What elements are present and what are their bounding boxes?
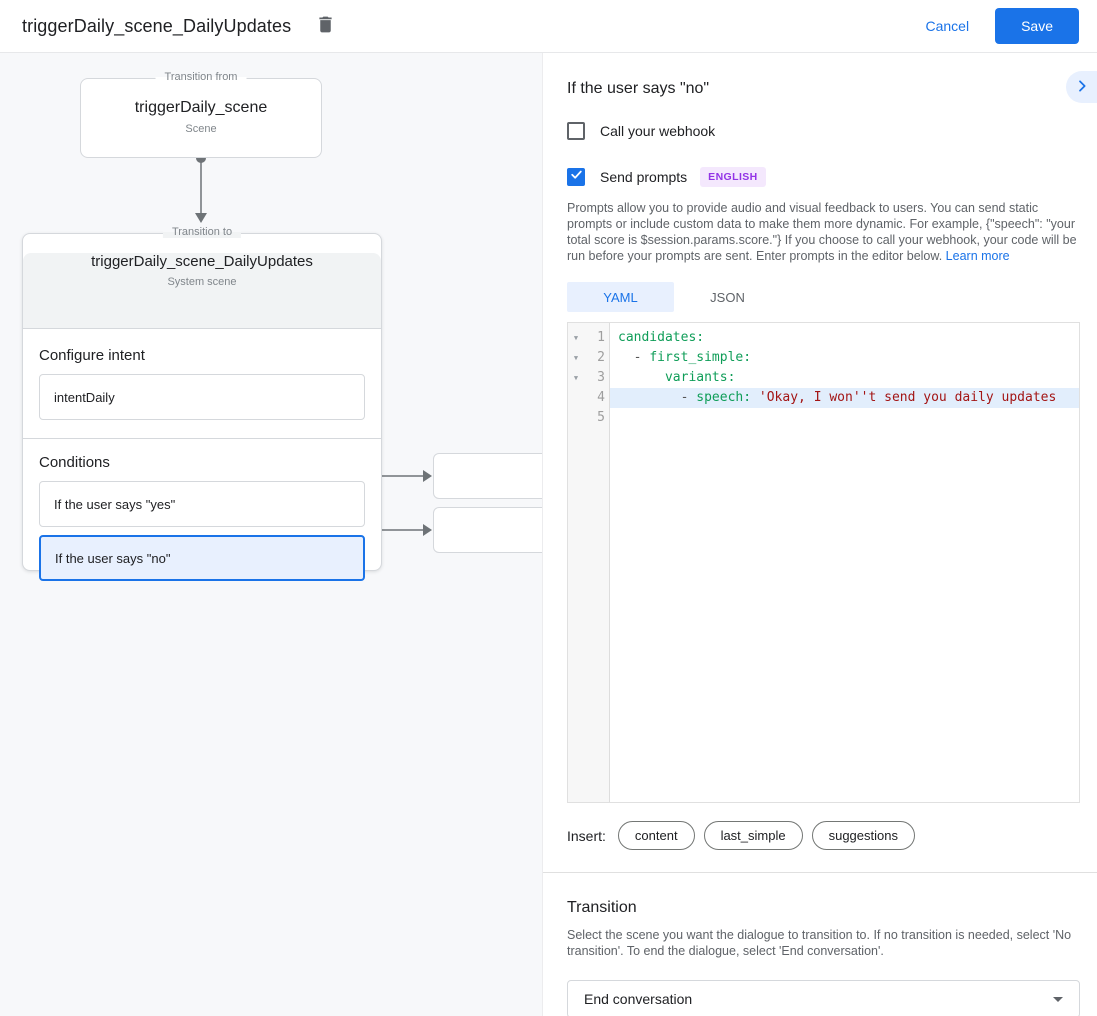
call-webhook-checkbox[interactable] — [567, 122, 585, 140]
code-line[interactable] — [610, 408, 1079, 428]
code-line[interactable]: - speech: 'Okay, I won''t send you daily… — [610, 388, 1079, 408]
insert-chip-last-simple[interactable]: last_simple — [703, 821, 803, 850]
code-line[interactable]: candidates: — [618, 330, 705, 345]
code-line[interactable]: - first_simple: — [633, 350, 752, 365]
line-number: 2 — [597, 350, 605, 365]
chevron-right-icon — [1074, 78, 1090, 97]
scene-diagram-panel: Transition from triggerDaily_scene Scene… — [0, 53, 543, 1016]
page-title: triggerDaily_scene_DailyUpdates — [22, 15, 292, 36]
send-prompts-checkbox[interactable] — [567, 168, 585, 186]
fold-arrow-icon[interactable]: ▼ — [573, 354, 579, 362]
save-button[interactable]: Save — [995, 8, 1079, 44]
condition-item-no[interactable]: If the user says "no" — [39, 535, 365, 581]
line-number: 5 — [597, 410, 605, 425]
condition-yes-label: If the user says "yes" — [54, 496, 176, 512]
code-line[interactable]: variants: — [664, 370, 736, 385]
transition-to-node: Transition to triggerDaily_scene_DailyUp… — [22, 226, 382, 581]
dropdown-caret-icon — [1053, 996, 1063, 1002]
transition-select-value: End conversation — [584, 991, 693, 1007]
gutter-line[interactable]: ▼2 — [568, 348, 609, 368]
tab-yaml[interactable]: YAML — [567, 282, 674, 312]
checkmark-icon — [570, 168, 583, 186]
fold-arrow-icon[interactable]: ▼ — [573, 334, 579, 342]
prompts-description: Prompts allow you to provide audio and v… — [567, 200, 1080, 264]
condition-editor-panel: If the user says "no" Call your webhook … — [543, 53, 1097, 1016]
transition-description: Select the scene you want the dialogue t… — [567, 928, 1072, 958]
cancel-button[interactable]: Cancel — [925, 18, 970, 34]
learn-more-link[interactable]: Learn more — [945, 249, 1010, 263]
gutter-line[interactable]: 5 — [568, 408, 609, 428]
call-webhook-label[interactable]: Call your webhook — [600, 123, 716, 139]
insert-chip-content[interactable]: content — [617, 821, 695, 850]
fold-arrow-icon[interactable]: ▼ — [573, 374, 579, 382]
language-badge: ENGLISH — [700, 167, 766, 187]
condition-no-label: If the user says "no" — [55, 550, 171, 566]
from-scene-type: Scene — [185, 123, 217, 135]
gutter-line[interactable]: ▼1 — [568, 328, 609, 348]
condition-no-target-node[interactable] — [433, 507, 542, 553]
gutter-line[interactable]: ▼3 — [568, 368, 609, 388]
to-scene-header: triggerDaily_scene_DailyUpdates System s… — [23, 253, 381, 329]
configure-intent-label: Configure intent — [39, 347, 145, 364]
conditions-label: Conditions — [39, 454, 110, 471]
panel-title: If the user says "no" — [567, 80, 710, 97]
tab-json[interactable]: JSON — [710, 289, 745, 305]
collapse-panel-button[interactable] — [1066, 71, 1097, 103]
transition-select[interactable]: End conversation — [567, 980, 1080, 1016]
transition-from-label: Transition from — [155, 71, 247, 83]
prompts-description-text: Prompts allow you to provide audio and v… — [567, 201, 1077, 263]
line-number: 1 — [597, 330, 605, 345]
delete-button[interactable] — [311, 12, 339, 40]
divider — [23, 438, 381, 439]
editor-code[interactable]: candidates: - first_simple: variants: - … — [610, 323, 1079, 802]
intent-field[interactable]: intentDaily — [39, 374, 365, 420]
condition-yes-target-node[interactable] — [433, 453, 542, 499]
gutter-line[interactable]: 4 — [568, 388, 609, 408]
condition-item-yes[interactable]: If the user says "yes" — [39, 481, 365, 527]
line-number: 3 — [597, 370, 605, 385]
section-divider — [543, 872, 1097, 873]
transition-to-label: Transition to — [162, 226, 242, 238]
transition-from-node[interactable]: Transition from triggerDaily_scene Scene — [80, 71, 322, 158]
insert-chip-suggestions[interactable]: suggestions — [811, 821, 915, 850]
insert-label: Insert: — [567, 827, 606, 844]
transition-section-title: Transition — [567, 899, 637, 916]
trash-icon — [315, 14, 336, 38]
from-scene-name: triggerDaily_scene — [134, 99, 268, 116]
line-number: 4 — [597, 390, 605, 405]
top-bar: triggerDaily_scene_DailyUpdates Cancel S… — [0, 0, 1097, 53]
to-scene-name: triggerDaily_scene_DailyUpdates — [91, 253, 313, 270]
to-scene-type: System scene — [167, 276, 237, 288]
intent-value: intentDaily — [54, 389, 115, 405]
editor-format-tabs: YAML JSON — [543, 282, 1097, 312]
send-prompts-label[interactable]: Send prompts — [600, 169, 688, 185]
